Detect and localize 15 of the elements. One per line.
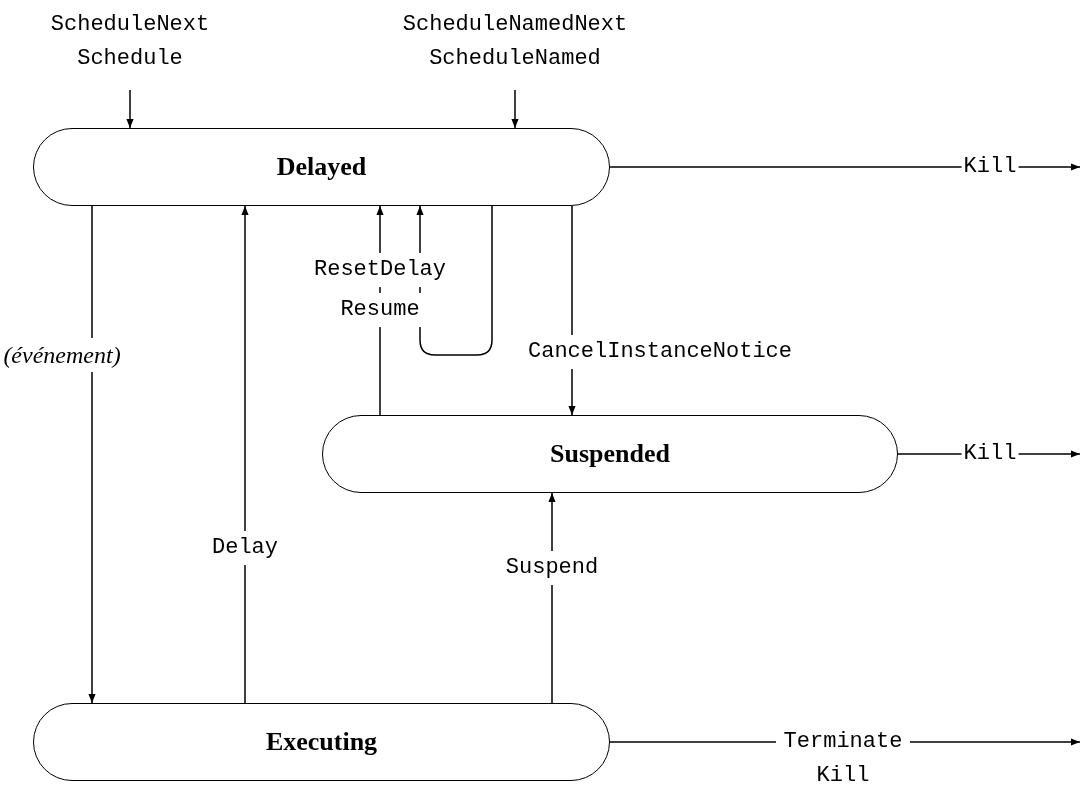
command-label: ScheduleNamedNext [402,11,628,39]
state-name: Delayed [276,152,367,182]
transition-arrow [511,89,519,129]
edge-label: Delay [210,531,280,565]
command-label: ScheduleNamed [429,45,601,73]
state-name: Executing [265,727,378,757]
edge-label: ResetDelay [312,253,448,287]
command-label: Schedule [77,45,183,73]
transition-arrow [88,205,96,704]
state-name: Suspended [550,439,670,469]
transition-arrow [126,89,134,129]
transition-arrow [241,205,249,704]
edge-label: CancelInstanceNotice [526,335,794,369]
command-label: ScheduleNext [50,11,210,39]
edge-label: (événement) [1,338,123,372]
